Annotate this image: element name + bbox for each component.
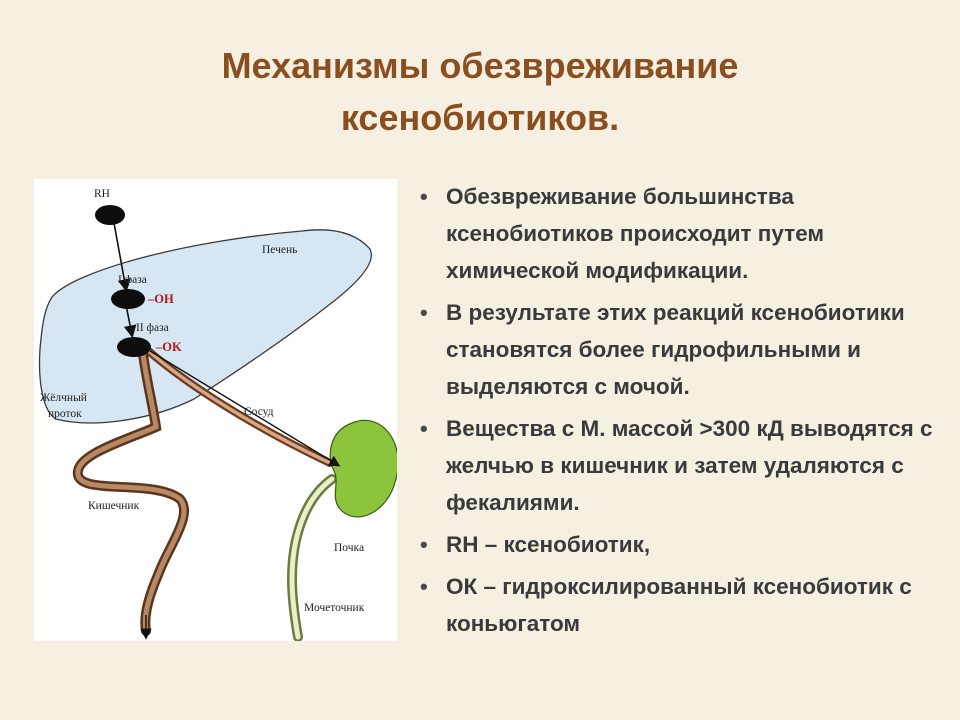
kidney-shape <box>329 419 397 518</box>
label-ureter: Мочеточник <box>304 602 365 614</box>
bullet-item: ОК – гидроксилированный ксенобиотик с ко… <box>420 568 940 642</box>
bullet-item: RH – ксенобиотик, <box>420 526 940 563</box>
bullet-item: В результате этих реакций ксенобиотики с… <box>420 294 940 405</box>
xenobiotic-pathway-diagram: RH Печень I фаза –OH II фаза –OK Жёлчный… <box>34 179 397 641</box>
phase1-molecule <box>111 289 145 309</box>
label-vessel: Сосуд <box>244 406 274 418</box>
bullet-item: Обезвреживание большинства ксенобиотиков… <box>420 178 940 289</box>
label-rh: RH <box>94 188 110 200</box>
liver-shape <box>38 229 372 424</box>
label-phase2: II фаза <box>136 322 169 334</box>
bullet-list: Обезвреживание большинства ксенобиотиков… <box>420 178 940 647</box>
arrow-rh-to-phase1 <box>113 222 131 293</box>
slide-title-line-2: ксенобиотиков. <box>340 97 620 138</box>
label-bile-duct-2: проток <box>48 408 82 420</box>
label-oh: –OH <box>147 292 174 306</box>
arrow-to-kidney <box>149 350 341 467</box>
arrow-phase1-to-phase2 <box>123 304 137 339</box>
slide-title: Механизмы обезвреживание ксенобиотиков. <box>0 40 960 144</box>
slide-title-line-1: Механизмы обезвреживание <box>221 45 739 86</box>
bullet-item: Вещества с М. массой >300 кД выводятся с… <box>420 410 940 521</box>
label-ok: –OK <box>155 340 182 354</box>
rh-molecule <box>95 205 125 225</box>
label-intestine: Кишечник <box>88 500 140 512</box>
phase2-molecule <box>117 337 151 357</box>
label-bile-duct-1: Жёлчный <box>40 392 87 404</box>
label-liver: Печень <box>262 244 297 256</box>
diagram-canvas: RH Печень I фаза –OH II фаза –OK Жёлчный… <box>38 188 397 641</box>
label-phase1: I фаза <box>118 274 147 286</box>
label-kidney: Почка <box>334 542 364 554</box>
